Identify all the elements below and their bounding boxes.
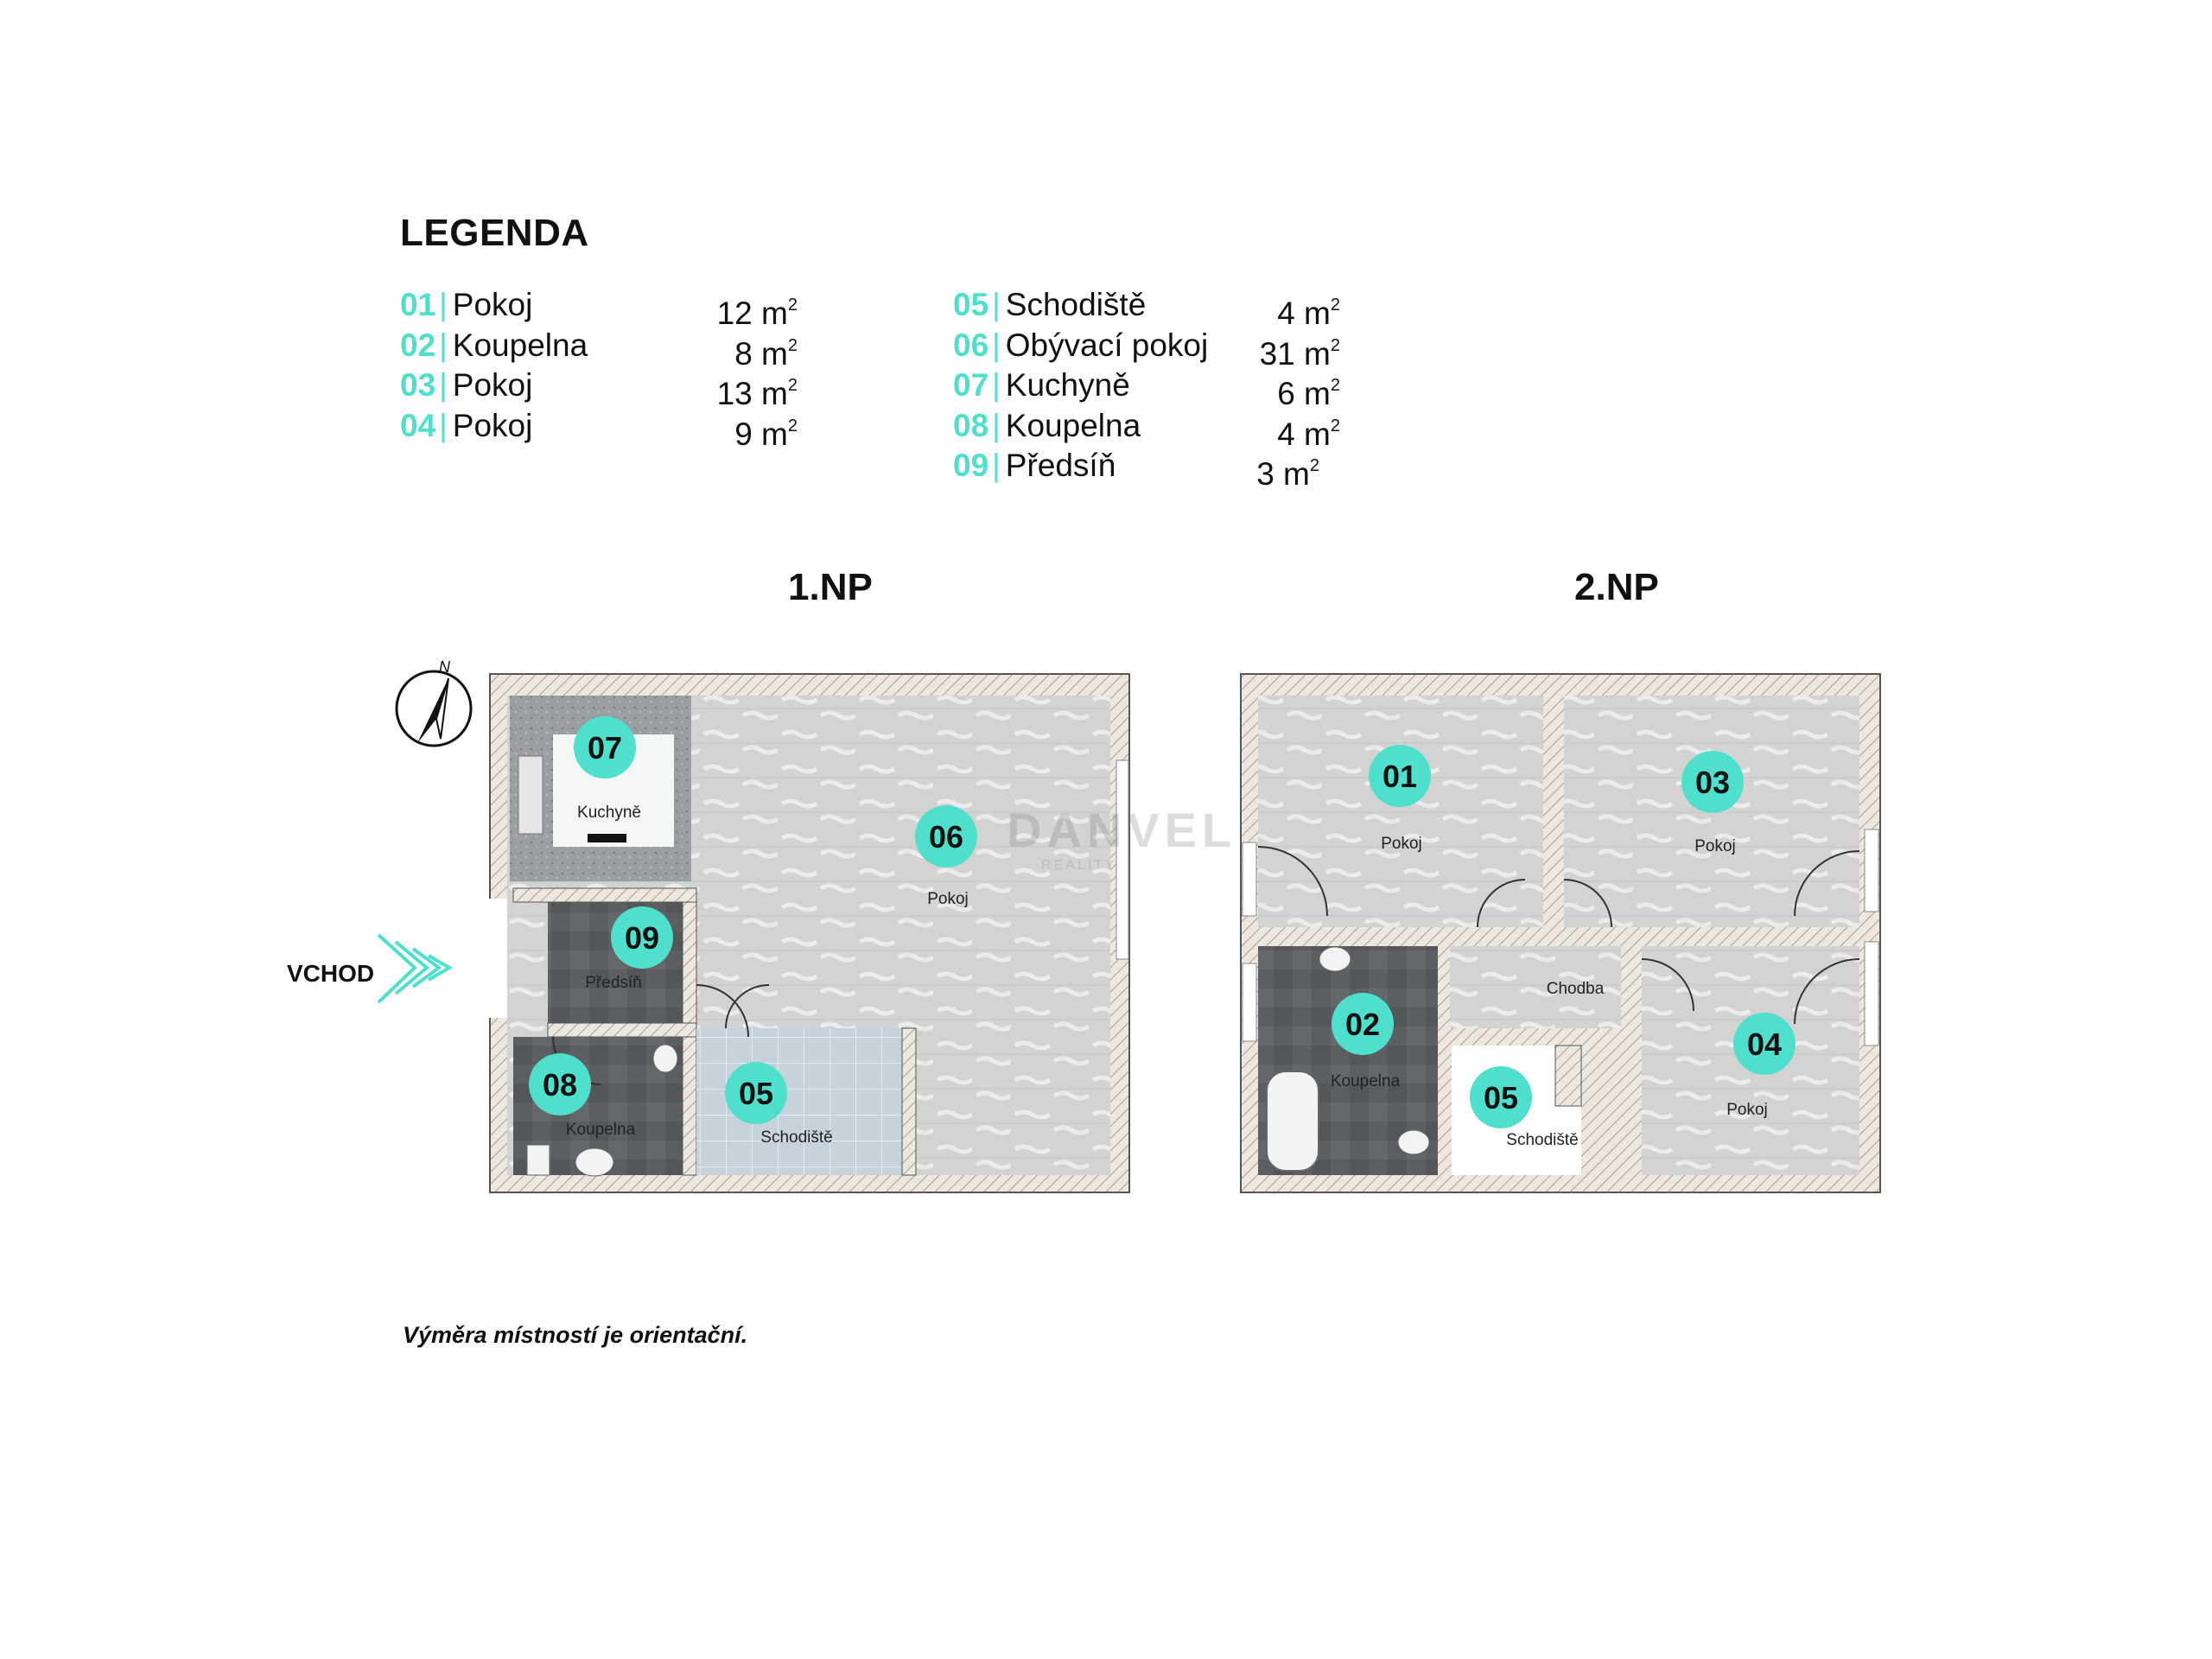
svg-text:05: 05 [739,1076,773,1111]
svg-text:04: 04 [1747,1027,1782,1062]
legend-item-area: 12 m2 [716,296,798,331]
legend-item: 06|Obývací pokoj 31 m2 [953,326,1351,372]
legend-item: 02|Koupelna 8 m2 [400,326,798,372]
legend-item-area: 8 m2 [734,335,798,372]
compass-icon: N [395,658,473,747]
legend-separator: | [992,448,1001,483]
legend-item: 07|Kuchyně 6 m2 [953,365,1351,411]
legend-item-number: 01 [400,287,436,322]
legend-title: LEGENDA [400,212,589,254]
room-label: Pokoj [1726,1101,1768,1119]
legend-item-name: Koupelna [1005,407,1141,443]
legend-separator: | [439,287,448,322]
legend-item: 04|Pokoj 9 m2 [400,406,798,452]
room-badge-05: 05 [725,1062,787,1124]
legend-item-area: 4 m2 [1277,296,1340,331]
legend-item-name: Pokoj [452,407,533,443]
legend-separator: | [439,367,448,403]
legend-separator: | [439,407,448,443]
legend-item-name: Pokoj [452,287,533,322]
room-label: Kuchyně [577,804,641,822]
watermark-sub: REALITY [1041,858,1117,873]
legend-separator: | [439,327,448,363]
svg-text:09: 09 [625,920,659,956]
room-badge-01: 01 [1369,745,1431,807]
area-note: Výměra místností je orientační. [403,1322,748,1348]
legend-item-name: Schodiště [1005,287,1147,322]
floor-plan-2np [1240,673,1881,1193]
compass-north-label: N [439,658,451,676]
room-label: Předsíň [585,974,641,992]
room-badge-04: 04 [1733,1013,1796,1075]
legend-item-area: 9 m2 [734,416,798,452]
svg-text:07: 07 [588,730,622,766]
floor-title-1np: 1.NP [788,566,873,608]
legend-item: 05|Schodiště 4 m2 [953,285,1351,331]
legend-separator: | [992,407,1001,443]
room-label: Koupelna [566,1121,636,1139]
svg-text:03: 03 [1695,765,1730,800]
legend-item-number: 06 [953,327,989,363]
legend-item: 08|Koupelna 4 m2 [953,406,1351,452]
room-label: Pokoj [1381,835,1422,853]
room-badge-07: 07 [574,716,636,779]
watermark-logo: DANVEL REALITY [1007,803,1236,873]
legend-item-number: 07 [953,367,989,403]
legend-item-area: 6 m2 [1277,376,1340,411]
legend-item-number: 03 [400,367,436,403]
room-label: Koupelna [1331,1072,1401,1090]
corridor-label: Chodba [1547,980,1605,998]
legend-item-name: Kuchyně [1005,367,1130,403]
watermark-main: DANVEL [1007,803,1236,857]
room-badge-05: 05 [1470,1066,1532,1128]
legend-item-area: 31 m2 [1259,335,1340,372]
legend-item-area: 3 m2 [1256,456,1319,492]
legend-item-name: Obývací pokoj [1005,327,1209,363]
legend-separator: | [992,367,1001,403]
svg-text:08: 08 [543,1067,577,1103]
legend-item-number: 02 [400,327,436,363]
legend-item-name: Pokoj [452,367,533,403]
legend-item-area: 13 m2 [716,376,798,411]
legend-item-name: Předsíň [1005,448,1116,483]
svg-text:05: 05 [1484,1080,1518,1116]
room-label: Pokoj [927,890,969,908]
legend-item-number: 04 [400,407,436,443]
room-badge-08: 08 [529,1053,591,1116]
room-badge-03: 03 [1681,751,1744,813]
entrance-label: VCHOD [287,960,375,987]
svg-text:02: 02 [1345,1007,1380,1042]
room-label: Pokoj [1694,837,1736,855]
svg-text:06: 06 [929,819,963,855]
legend-separator: | [992,287,1001,322]
legend-item: 09|Předsíň 3 m2 [953,446,1351,492]
room-badge-09: 09 [611,906,673,969]
floor-title-2np: 2.NP [1574,566,1659,608]
room-badge-06: 06 [915,805,977,868]
room-label: Schodiště [1506,1131,1578,1149]
legend-item-area: 4 m2 [1277,416,1340,452]
svg-text:01: 01 [1382,759,1417,794]
legend-item-number: 08 [953,407,989,443]
room-badge-02: 02 [1332,993,1394,1055]
legend-item-number: 05 [953,287,989,322]
room-label: Schodiště [760,1128,832,1147]
legend-separator: | [992,327,1001,363]
legend-item-number: 09 [953,448,989,483]
entrance-arrow-icon [377,933,453,1004]
legend-item-name: Koupelna [452,327,588,363]
legend-column-2: 05|Schodiště 4 m2 06|Obývací pokoj 31 m2… [953,285,1351,492]
legend-item: 03|Pokoj 13 m2 [400,365,798,411]
legend-column-1: 01|Pokoj 12 m2 02|Koupelna 8 m2 03|Pokoj… [400,285,798,452]
legend-item: 01|Pokoj 12 m2 [400,285,798,331]
